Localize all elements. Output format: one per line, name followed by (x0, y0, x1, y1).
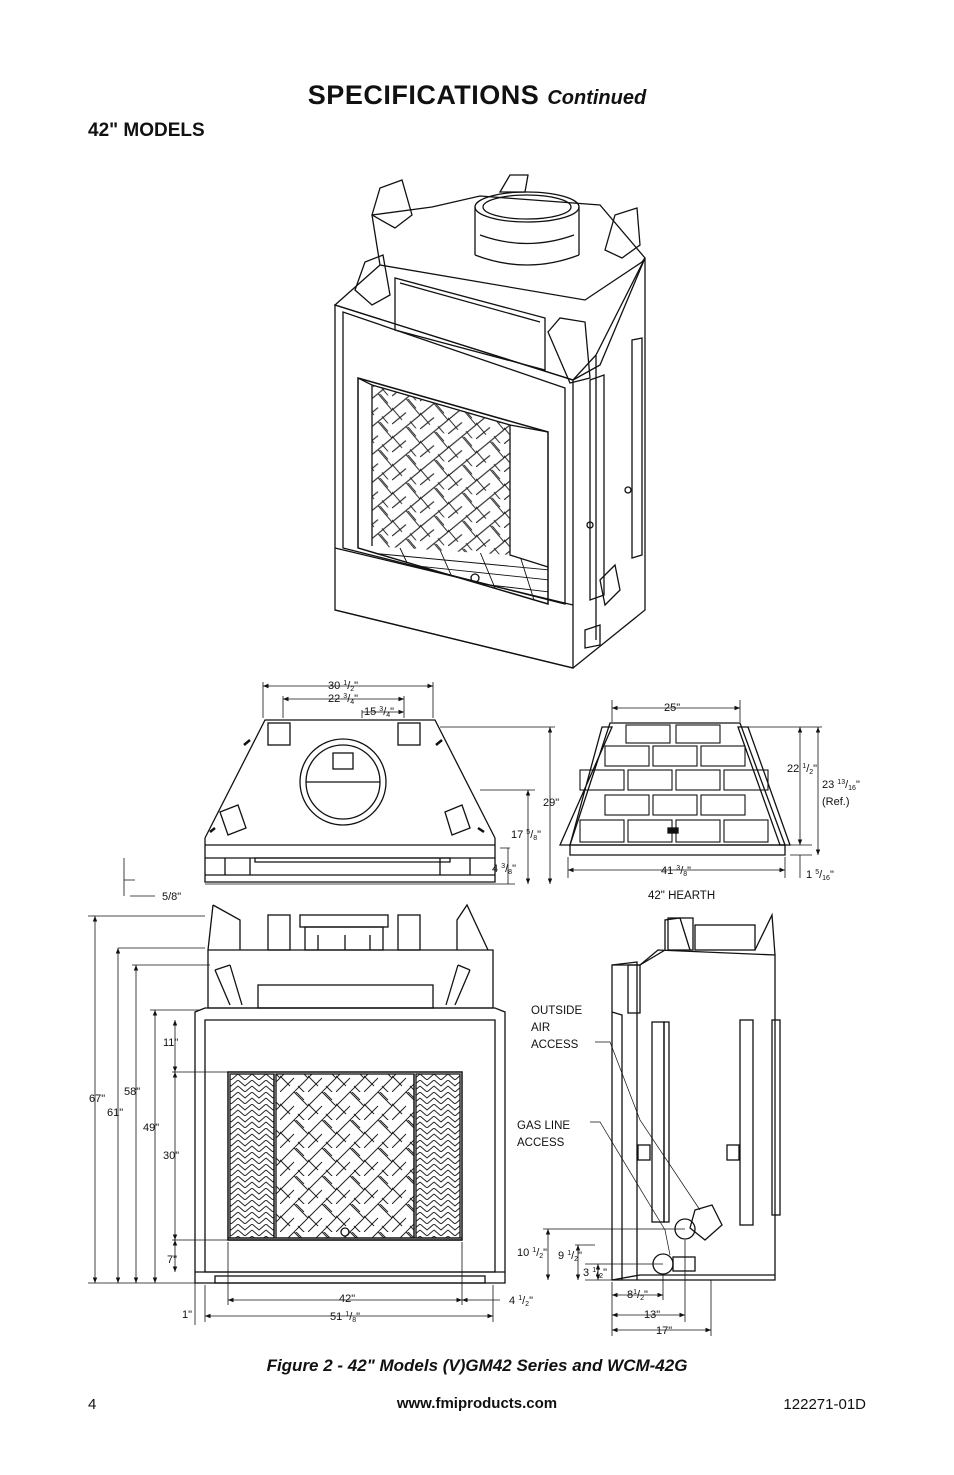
side-view (543, 912, 781, 1336)
dim-7: 7" (167, 1254, 177, 1266)
dim-49: 49" (143, 1122, 159, 1134)
isometric-view (333, 174, 646, 669)
dim-30-1-2: 30 1/2" (328, 680, 358, 693)
section-heading: 42" MODELS (88, 120, 205, 141)
gas-line-label-1: GAS LINE (517, 1120, 570, 1132)
dim-ref: (Ref.) (822, 796, 850, 808)
dim-13: 13" (644, 1309, 660, 1321)
title-suffix: Continued (547, 87, 647, 109)
dim-61: 61" (107, 1107, 123, 1119)
dim-1-5-16: 1 5/16" (806, 869, 834, 882)
figure-caption: Figure 2 - 42" Models (V)GM42 Series and… (266, 1356, 688, 1375)
dim-11: 11" (163, 1037, 178, 1049)
dim-1: 1" (182, 1309, 192, 1321)
hearth-view (559, 700, 822, 878)
page-title: SPECIFICATIONS Continued (0, 80, 954, 111)
front-view (88, 903, 506, 1325)
dim-51-1-8: 51 1/8" (330, 1311, 360, 1324)
dim-10-1-2: 10 1/2" (517, 1247, 547, 1260)
dim-58: 58" (124, 1086, 140, 1098)
dim-17: 17" (656, 1325, 672, 1337)
dim-9-1-2: 9 1/2" (558, 1250, 582, 1263)
dim-41-3-8: 41 3/8" (661, 865, 691, 878)
outside-air-label-1: OUTSIDE (531, 1005, 582, 1017)
dimension-labels: 30 1/2" 22 3/4" 15 3/4" 29" 17 5/8" 4 3/… (89, 680, 860, 1337)
dim-30: 30" (163, 1150, 179, 1162)
dim-3-1-2: 3 1/2" (583, 1267, 607, 1280)
dim-8-1-2: 81/2" (627, 1289, 648, 1302)
website-link[interactable]: www.fmiproducts.com (396, 1395, 558, 1412)
document-number: 122271-01D (783, 1396, 866, 1413)
hearth-label: 42" HEARTH (648, 890, 715, 902)
dim-67: 67" (89, 1093, 105, 1105)
outside-air-label-3: ACCESS (531, 1039, 579, 1051)
top-view (123, 682, 555, 897)
dim-15-3-4: 15 3/4" (364, 706, 394, 719)
outside-air-label-2: AIR (531, 1022, 550, 1034)
page-number: 4 (88, 1396, 97, 1413)
dim-23-13-16: 23 13/16" (822, 779, 860, 792)
dim-25: 25" (664, 702, 680, 714)
dim-17-5-8: 17 5/8" (511, 829, 541, 842)
title-main: SPECIFICATIONS (307, 80, 540, 110)
dim-4-3-8: 4 3/8" (492, 863, 516, 876)
dim-22-1-2: 22 1/2" (787, 763, 817, 776)
dim-4-1-2: 4 1/2" (509, 1295, 533, 1308)
gas-line-label-2: ACCESS (517, 1137, 565, 1149)
dim-22-3-4: 22 3/4" (328, 693, 358, 706)
dim-5-8: 5/8" (162, 891, 181, 903)
dim-42: 42" (339, 1293, 355, 1305)
dim-29: 29" (543, 797, 559, 809)
